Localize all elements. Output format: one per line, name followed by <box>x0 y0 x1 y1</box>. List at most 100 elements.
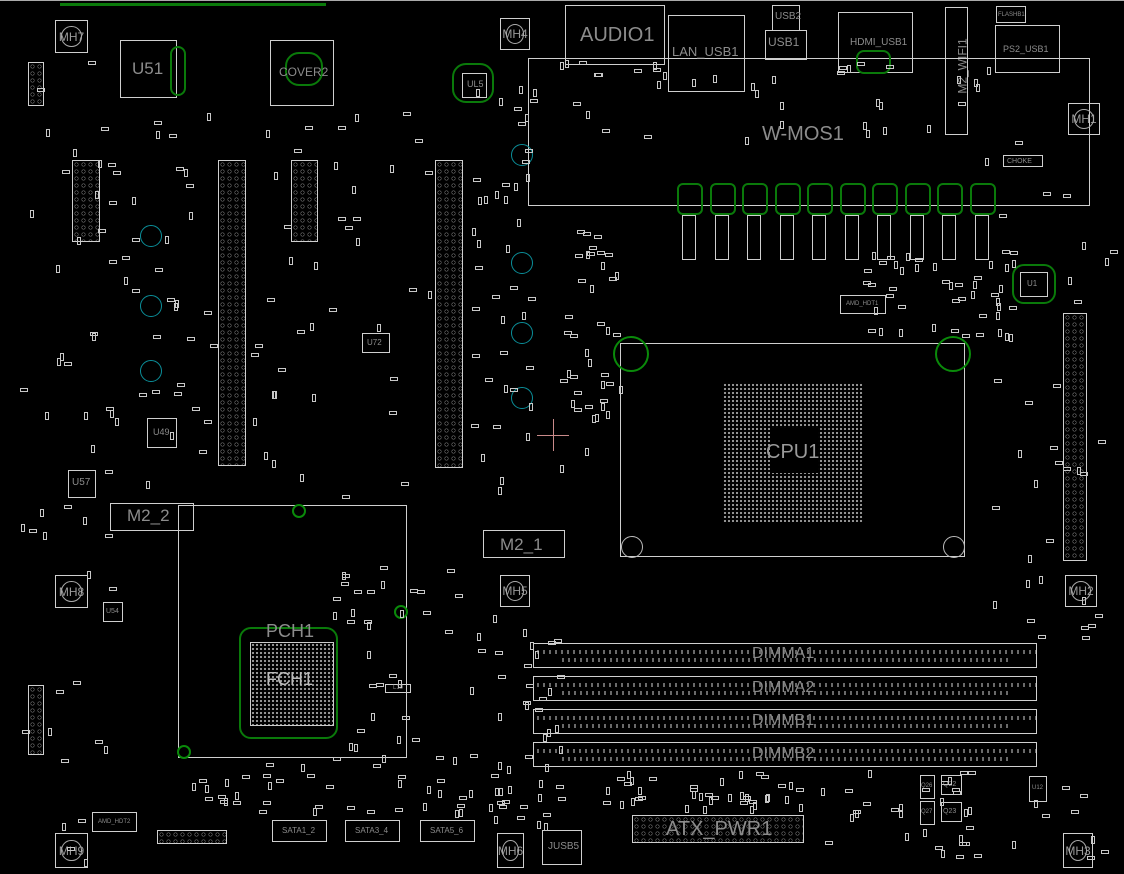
smd-pad <box>224 798 228 807</box>
q23-mosfet <box>941 802 962 822</box>
header-left-top[interactable] <box>28 62 44 106</box>
smd-pad <box>952 298 961 303</box>
dimm-slot-a1[interactable] <box>533 643 1037 668</box>
smd-pad <box>72 680 81 685</box>
smd-pad <box>535 708 543 713</box>
usb1-connector[interactable] <box>765 30 807 60</box>
audio-connector[interactable] <box>565 5 665 65</box>
smd-pad <box>1100 850 1109 855</box>
smd-pad <box>399 610 404 619</box>
smd-pad <box>168 134 177 139</box>
cover2-copper <box>285 52 323 86</box>
vrm-inductor <box>844 215 859 260</box>
smd-pad <box>427 786 432 795</box>
smd-pad <box>885 293 894 298</box>
smd-pad <box>499 805 508 810</box>
smd-pad <box>588 245 597 250</box>
smd-pad <box>497 800 506 805</box>
smd-pad <box>615 272 620 281</box>
smd-pad <box>104 745 109 754</box>
smd-pad <box>584 349 589 358</box>
sata1-2-connector[interactable] <box>272 820 327 842</box>
smd-pad <box>524 754 533 759</box>
via-ring <box>511 144 533 166</box>
smd-pad <box>105 534 114 539</box>
smd-pad <box>579 61 588 66</box>
sata3-4-connector[interactable] <box>345 820 400 842</box>
smd-pad <box>984 157 989 166</box>
u12-label: U12 <box>1032 785 1044 791</box>
smd-pad <box>959 841 968 846</box>
smd-pad <box>477 239 482 248</box>
smd-pad <box>894 261 899 270</box>
header-left[interactable] <box>72 160 100 242</box>
amd-hdt1-header[interactable] <box>840 295 886 314</box>
smd-pad <box>132 288 141 293</box>
smd-pad <box>497 486 502 495</box>
smd-pad <box>529 403 534 412</box>
smd-pad <box>947 776 952 785</box>
smd-pad <box>1012 841 1017 850</box>
smd-pad <box>572 101 581 106</box>
smd-pad <box>401 716 410 721</box>
smd-pad <box>294 148 303 153</box>
header-left-bottom[interactable] <box>28 685 44 755</box>
smd-pad <box>973 281 978 290</box>
smd-pad <box>585 447 590 456</box>
m2-1-slot[interactable] <box>483 530 565 558</box>
dimm-slot-b1[interactable] <box>533 709 1037 734</box>
header-middle[interactable] <box>291 160 318 242</box>
smd-pad <box>275 779 284 784</box>
pcie-slot-left[interactable] <box>218 160 246 466</box>
smd-pad <box>973 854 982 859</box>
smd-pad <box>459 795 468 800</box>
smd-pad <box>235 791 240 800</box>
smd-pad <box>422 803 427 812</box>
pch-heatsink-outline <box>178 505 407 758</box>
pcie-slot-right[interactable] <box>435 160 463 468</box>
smd-pad <box>878 260 887 265</box>
smd-pad <box>708 797 713 806</box>
smd-pad <box>92 332 97 341</box>
amd-hdt2-header[interactable] <box>92 812 137 832</box>
smd-pad <box>333 162 338 171</box>
smd-pad <box>342 571 347 580</box>
smd-pad <box>739 770 744 779</box>
smd-pad <box>499 476 504 485</box>
smd-pad <box>266 129 271 138</box>
copper-trace-top <box>60 3 326 6</box>
m2-2-slot[interactable] <box>110 503 194 531</box>
smd-pad <box>599 399 608 404</box>
dimm-slot-b2[interactable] <box>533 742 1037 767</box>
smd-pad <box>662 71 667 80</box>
m2-wifi-slot[interactable] <box>945 7 968 135</box>
smd-pad <box>91 445 96 454</box>
smd-pad <box>264 451 269 460</box>
sata5-6-connector[interactable] <box>420 820 475 842</box>
usb5-connector[interactable] <box>542 830 582 865</box>
smd-pad <box>352 216 361 221</box>
smd-pad <box>608 276 617 281</box>
smd-pad <box>22 729 31 734</box>
smd-pad <box>617 776 625 781</box>
smd-pad <box>198 778 207 783</box>
smd-pad <box>470 424 479 429</box>
smd-pad <box>101 127 110 132</box>
smd-pad <box>761 775 770 780</box>
smd-pad <box>1005 264 1010 273</box>
smd-pad <box>509 286 518 290</box>
smd-pad <box>988 261 993 270</box>
smd-pad <box>569 334 578 339</box>
ps2-usb-connector[interactable] <box>995 25 1060 73</box>
front-panel-header[interactable] <box>157 830 227 844</box>
smd-pad <box>517 219 522 228</box>
smd-pad <box>957 102 966 107</box>
right-header[interactable] <box>1063 313 1087 561</box>
smd-pad <box>564 330 573 335</box>
smd-pad <box>844 788 853 793</box>
smd-pad <box>1005 333 1010 342</box>
flash-header[interactable] <box>996 6 1026 23</box>
lan-usb-connector[interactable] <box>668 15 745 92</box>
atx-power-connector[interactable] <box>632 815 804 843</box>
dimm-slot-a2[interactable] <box>533 676 1037 701</box>
